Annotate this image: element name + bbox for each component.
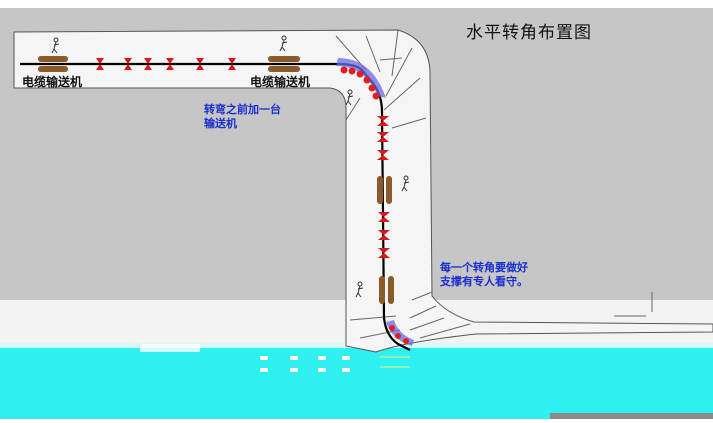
conveyor-left-icon: [38, 56, 68, 72]
worker-figure-icon: [345, 89, 354, 106]
roller-icon: [378, 248, 390, 258]
support-note-line1: 每一个转角要做好: [440, 261, 528, 274]
roller-icon: [377, 116, 389, 126]
water-band: [0, 348, 713, 419]
conveyor-vertical-upper-icon: [377, 176, 392, 204]
roller-icon: [377, 132, 389, 142]
roller-icon: [377, 150, 389, 160]
top-margin: [0, 0, 713, 8]
roller-icon: [196, 58, 204, 70]
conveyor-vertical-lower-icon: [379, 276, 394, 304]
roller-icon: [228, 58, 236, 70]
roller-icon: [166, 58, 174, 70]
worker-figure-icon: [355, 281, 364, 298]
cable-trench: [13, 29, 713, 353]
roller-icon: [378, 230, 390, 240]
roller-icon: [96, 58, 104, 70]
worker-figure-icon: [279, 35, 288, 52]
vertical-rollers: [377, 116, 390, 258]
support-note-line2: 支撑有专人看守。: [440, 275, 528, 288]
conveyor-mid-icon: [268, 56, 300, 72]
turn-note-line2: 输送机: [204, 117, 237, 130]
conveyor-mid-label: 电缆输送机: [250, 75, 311, 89]
roller-icon: [124, 58, 132, 70]
corner-roller-group-lower-icon: [386, 320, 414, 346]
conveyor-left-label: 电缆输送机: [22, 75, 83, 89]
horizontal-rollers: [96, 58, 236, 70]
roller-icon: [378, 212, 390, 222]
turn-note-line1: 转弯之前加一台: [204, 103, 281, 116]
worker-figure-icon: [51, 37, 60, 54]
worker-figure-icon: [401, 175, 410, 192]
corner-roller-group-upper-icon: [336, 58, 386, 100]
diagram-title: 水平转角布置图: [466, 23, 592, 43]
roller-icon: [144, 58, 152, 70]
bottom-bar: [550, 413, 713, 419]
